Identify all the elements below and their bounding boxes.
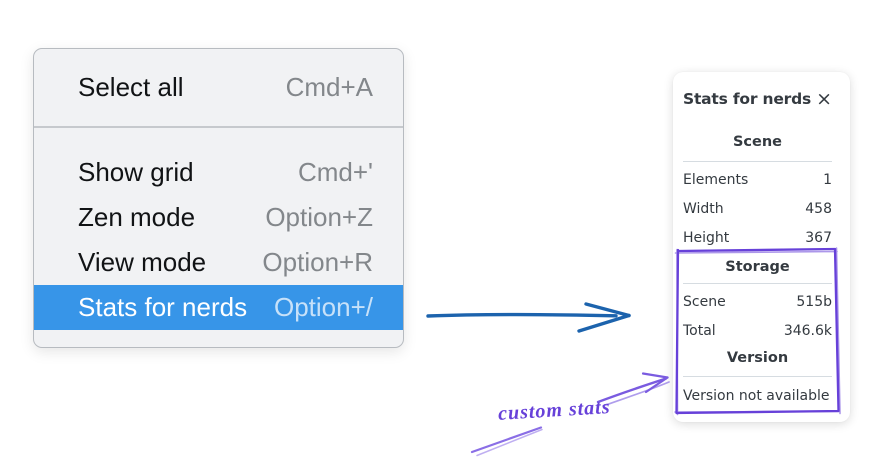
section-heading: Version — [726, 350, 789, 366]
section-divider — [683, 376, 832, 377]
menu-item-select-all[interactable]: Select all Cmd+A — [34, 65, 403, 110]
menu-item-label: View mode — [78, 247, 207, 277]
annotation-label: custom stats — [497, 396, 612, 425]
menu-item-zen-mode[interactable]: Zen mode Option+Z — [34, 195, 403, 240]
stat-label: Height — [683, 229, 730, 246]
menu-item-label: Stats for nerds — [78, 292, 248, 322]
stat-row-elements: Elements 1 — [683, 165, 832, 194]
menu-item-view-mode[interactable]: View mode Option+R — [34, 240, 403, 285]
menu-item-shortcut: Cmd+A — [285, 72, 373, 102]
stat-label: Scene — [683, 293, 726, 310]
version-note: Version not available — [683, 387, 830, 404]
stat-row-height: Height 367 — [683, 223, 832, 252]
stat-value: 458 — [805, 200, 832, 217]
annotation-tail-line — [470, 426, 543, 457]
menu-item-shortcut: Option+R — [262, 247, 373, 277]
section-heading: Storage — [725, 259, 790, 275]
stat-value: 515b — [796, 293, 832, 310]
section-divider — [683, 161, 832, 162]
stat-label: Width — [683, 200, 724, 217]
stat-value: 346.6k — [783, 322, 832, 339]
menu-item-shortcut: Option+Z — [265, 202, 373, 232]
menu-divider — [34, 126, 403, 128]
stat-value: 1 — [823, 171, 832, 188]
menu-item-label: Zen mode — [78, 202, 196, 232]
stat-label: Elements — [683, 171, 749, 188]
stat-row-width: Width 458 — [683, 194, 832, 223]
menu-item-label: Select all — [78, 72, 184, 102]
section-divider — [683, 283, 832, 284]
menu-item-shortcut: Cmd+' — [297, 157, 373, 187]
menu-item-show-grid[interactable]: Show grid Cmd+' — [34, 150, 403, 195]
blue-arrow — [426, 302, 631, 333]
close-icon[interactable]: × — [816, 88, 832, 110]
stat-label: Total — [683, 322, 716, 339]
stats-panel-header: Stats for nerds × — [683, 88, 832, 110]
stats-panel-title: Stats for nerds — [683, 90, 812, 108]
stat-row-scene: Scene 515b — [683, 287, 832, 316]
menu-item-shortcut: Option+/ — [273, 292, 373, 322]
menu-item-stats-for-nerds[interactable]: Stats for nerds Option+/ — [34, 285, 403, 330]
stat-row-total: Total 346.6k — [683, 316, 832, 345]
menu-item-label: Show grid — [78, 157, 194, 187]
stat-value: 367 — [805, 229, 832, 246]
section-heading: Scene — [732, 134, 783, 150]
